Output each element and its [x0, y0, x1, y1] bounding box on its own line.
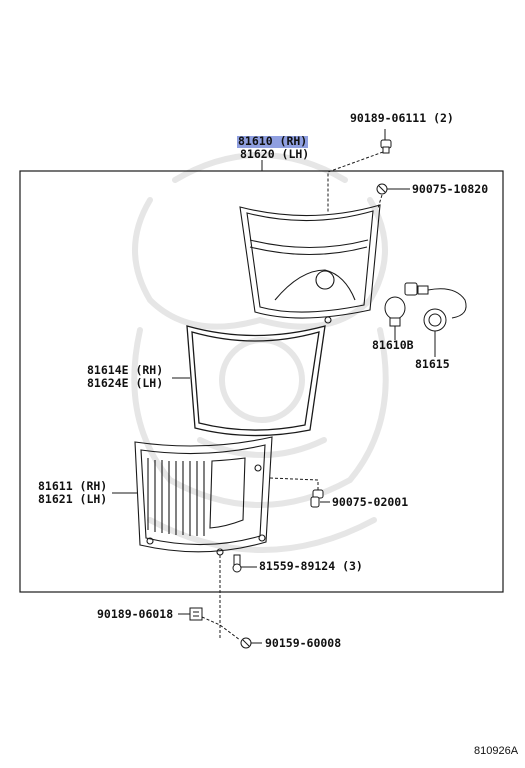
label-81610-rh[interactable]: 81610 (RH) — [237, 134, 309, 148]
bolt-90189-06111-icon — [380, 139, 392, 154]
samurai-helmet-watermark — [131, 152, 389, 553]
label-90159-60008[interactable]: 90159-60008 — [265, 636, 342, 650]
dashed-line-clip — [201, 616, 241, 641]
label-81624e-lh[interactable]: 81624E (LH) — [87, 376, 164, 390]
label-81611-rh[interactable]: 81611 (RH) — [38, 479, 108, 493]
dashed-line-top-bolt — [327, 151, 384, 212]
label-90075-10820[interactable]: 90075-10820 — [412, 182, 489, 196]
label-81610b[interactable]: 81610B — [372, 338, 414, 352]
clip-90189-06018-icon — [189, 607, 203, 621]
label-90075-02001[interactable]: 90075-02001 — [332, 495, 409, 509]
label-81621-lh[interactable]: 81621 (LH) — [38, 492, 108, 506]
label-90189-06111[interactable]: 90189-06111 (2) — [350, 111, 454, 125]
screw-90075-10820-icon — [376, 183, 410, 195]
label-81620-lh[interactable]: 81620 (LH) — [240, 147, 310, 161]
lamp-housing-81610-icon — [239, 204, 381, 324]
screw-90159-60008-icon — [240, 637, 252, 649]
gasket-81614e-icon — [186, 325, 326, 437]
label-81559-89124[interactable]: 81559-89124 (3) — [259, 559, 363, 573]
diagram-code: 810926A — [474, 745, 519, 757]
socket-81615-icon — [404, 282, 467, 332]
lens-81611-icon — [134, 436, 273, 556]
dashed-line-screw-lower — [269, 477, 319, 492]
label-81614e-rh[interactable]: 81614E (RH) — [87, 363, 164, 377]
screw-90075-02001-icon — [310, 489, 324, 508]
label-81615[interactable]: 81615 — [415, 357, 450, 371]
bulb-81610b-icon — [384, 296, 406, 327]
screw-81559-89124-icon — [232, 554, 242, 573]
label-90189-06018[interactable]: 90189-06018 — [97, 607, 174, 621]
